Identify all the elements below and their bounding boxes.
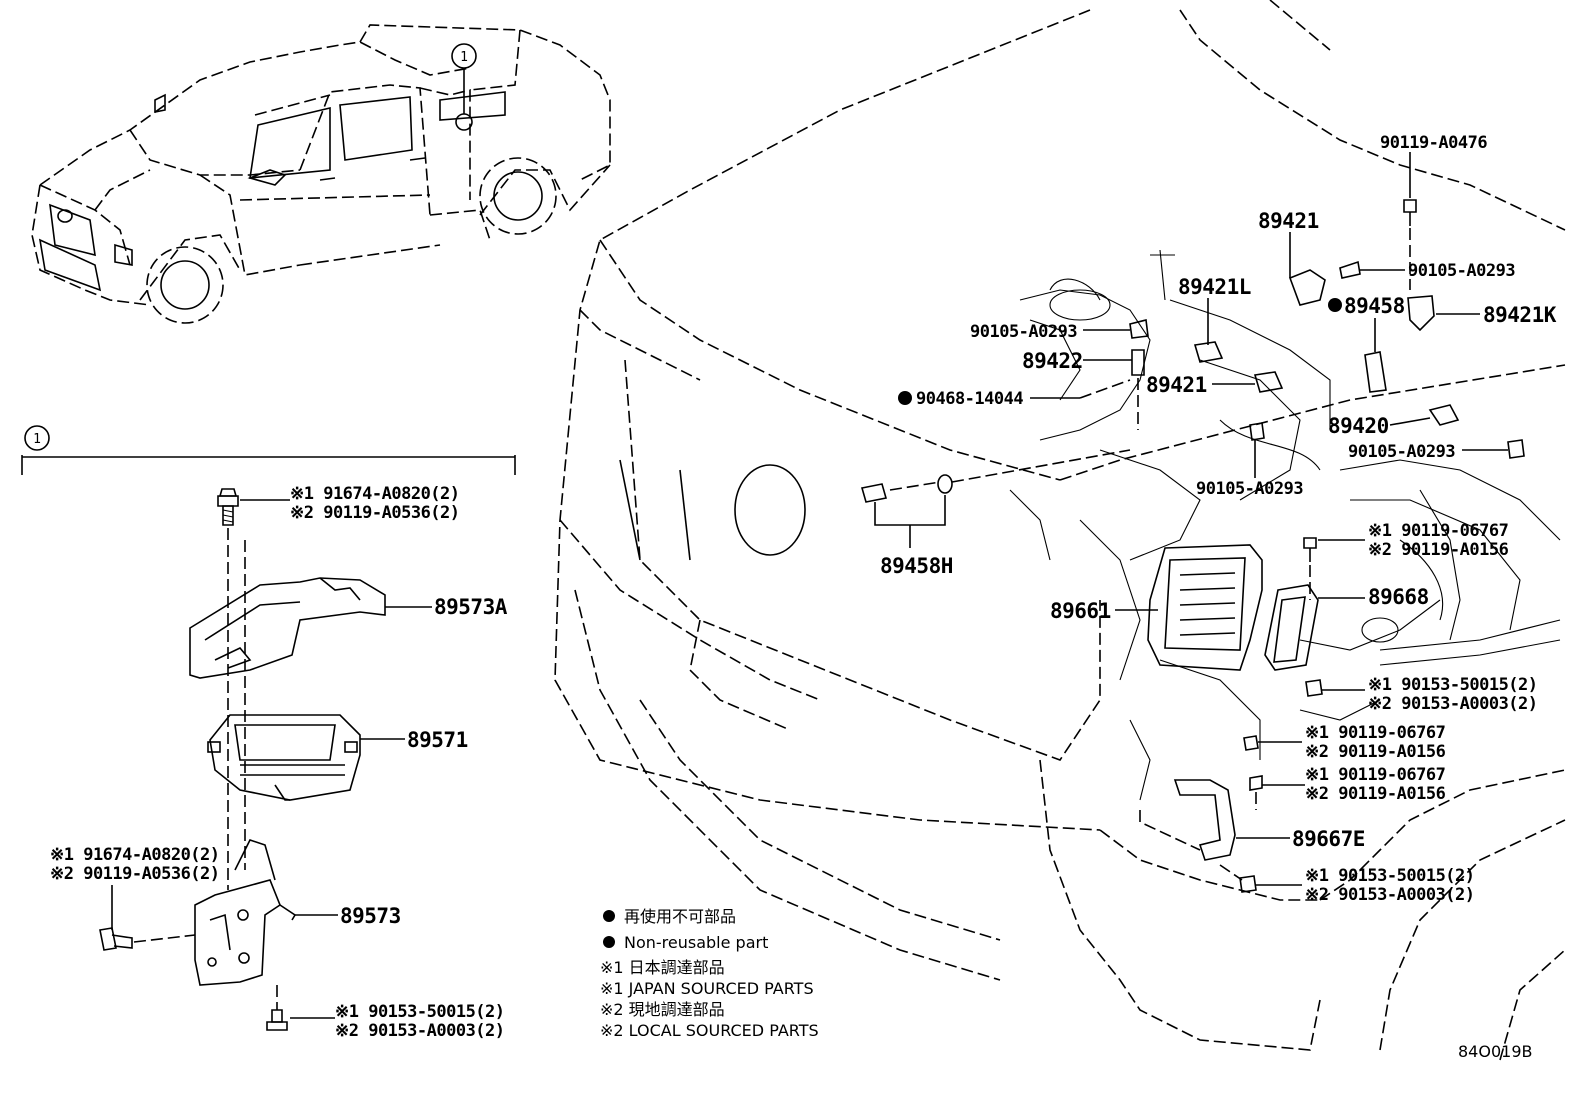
callout-number: 1 bbox=[460, 50, 468, 65]
label-br-bolt-c-japan: ※1 90153-50015(2) bbox=[1305, 866, 1475, 886]
label-ecu-bolt-mid-japan: ※1 90153-50015(2) bbox=[1368, 675, 1538, 695]
inset-ecu-89571: 89571 bbox=[207, 714, 468, 801]
legend-local-jp: ※2 現地調達部品 bbox=[600, 1000, 725, 1019]
detail-box-ref: 1 bbox=[33, 432, 41, 447]
inset-bolt-bottom-local: ※2 90153-A0003(2) bbox=[335, 1021, 505, 1041]
main-ecu-89661 bbox=[1115, 544, 1263, 671]
ecu-bolts bbox=[1243, 537, 1365, 810]
label-89661: 89661 bbox=[1050, 599, 1111, 623]
legend-local-en: ※2 LOCAL SOURCED PARTS bbox=[600, 1021, 819, 1040]
engine-bay-sketch bbox=[1009, 249, 1561, 801]
label-br-bolt-b-japan: ※1 90119-06767 bbox=[1305, 765, 1445, 785]
label-89458: 89458 bbox=[1344, 294, 1405, 318]
label-89421l: 89421L bbox=[1178, 275, 1251, 299]
inset-cover-label: 89573A bbox=[434, 595, 508, 619]
label-89420: 89420 bbox=[1328, 414, 1389, 438]
inset-bolt-top-local: ※2 90119-A0536(2) bbox=[290, 503, 460, 523]
inset-bracket-89573: 89573 bbox=[194, 839, 401, 986]
legend: 再使用不可部品 Non-reusable part ※1 日本調達部品 ※1 J… bbox=[600, 907, 819, 1040]
legend-japan-jp: ※1 日本調達部品 bbox=[600, 958, 725, 977]
inset-bolt-side-local: ※2 90119-A0536(2) bbox=[50, 864, 220, 884]
label-br-bolt-b-local: ※2 90119-A0156 bbox=[1305, 784, 1446, 804]
label-89458h: 89458H bbox=[880, 554, 953, 578]
inset-bolt-side-japan: ※1 91674-A0820(2) bbox=[50, 845, 220, 865]
engine-sensors bbox=[860, 152, 1525, 548]
inset-bolt-bottom-japan: ※1 90153-50015(2) bbox=[335, 1002, 505, 1022]
label-br-bolt-a-local: ※2 90119-A0156 bbox=[1305, 742, 1446, 762]
label-89421-top: 89421 bbox=[1258, 209, 1319, 233]
detail-box: 1 bbox=[21, 425, 516, 475]
label-89668: 89668 bbox=[1368, 585, 1429, 609]
vehicle-front-outline bbox=[554, 0, 1566, 1061]
label-br-bolt-a-japan: ※1 90119-06767 bbox=[1305, 723, 1445, 743]
label-90468-14044: 90468-14044 bbox=[916, 389, 1023, 409]
inset-bolt-top-japan: ※1 91674-A0820(2) bbox=[290, 484, 460, 504]
label-89667e: 89667E bbox=[1292, 827, 1365, 851]
label-89422: 89422 bbox=[1022, 349, 1083, 373]
label-90105-a0293-left: 90105-A0293 bbox=[970, 322, 1077, 342]
legend-nonreusable-jp: 再使用不可部品 bbox=[624, 907, 736, 926]
label-90105-a0293-right: 90105-A0293 bbox=[1408, 261, 1515, 281]
ecu-89668 bbox=[1264, 584, 1365, 671]
label-90119-a0476: 90119-A0476 bbox=[1380, 133, 1487, 153]
label-90105-a0293-br: 90105-A0293 bbox=[1348, 442, 1455, 462]
label-ecu-bolt-mid-local: ※2 90153-A0003(2) bbox=[1368, 694, 1538, 714]
inset-bracket-label: 89573 bbox=[340, 904, 401, 928]
diagram-code: 84O019B bbox=[1458, 1042, 1532, 1061]
label-90105-a0293-c: 90105-A0293 bbox=[1196, 479, 1303, 499]
inset-bolt-side: ※1 91674-A0820(2) ※2 90119-A0536(2) bbox=[50, 845, 220, 951]
label-89421-mid: 89421 bbox=[1146, 373, 1207, 397]
label-ecu-bolt-top-local: ※2 90119-A0156 bbox=[1368, 540, 1509, 560]
label-89421k: 89421K bbox=[1483, 303, 1557, 327]
legend-nonreusable-en: Non-reusable part bbox=[624, 933, 768, 952]
label-br-bolt-c-local: ※2 90153-A0003(2) bbox=[1305, 885, 1475, 905]
inset-cover-89573a: 89573A bbox=[189, 577, 508, 679]
inset-ecu-label: 89571 bbox=[407, 728, 468, 752]
engine-labels: 90119-A0476 89421 90105-A0293 89421L 894… bbox=[880, 133, 1557, 905]
inset-bolt-top: ※1 91674-A0820(2) ※2 90119-A0536(2) bbox=[217, 484, 460, 526]
legend-japan-en: ※1 JAPAN SOURCED PARTS bbox=[600, 979, 814, 998]
label-ecu-bolt-top-japan: ※1 90119-06767 bbox=[1368, 521, 1508, 541]
pickup-truck-illustration: 1 bbox=[31, 24, 611, 324]
inset-bolt-bottom: ※1 90153-50015(2) ※2 90153-A0003(2) bbox=[266, 985, 505, 1041]
bracket-89667e bbox=[1139, 779, 1302, 893]
